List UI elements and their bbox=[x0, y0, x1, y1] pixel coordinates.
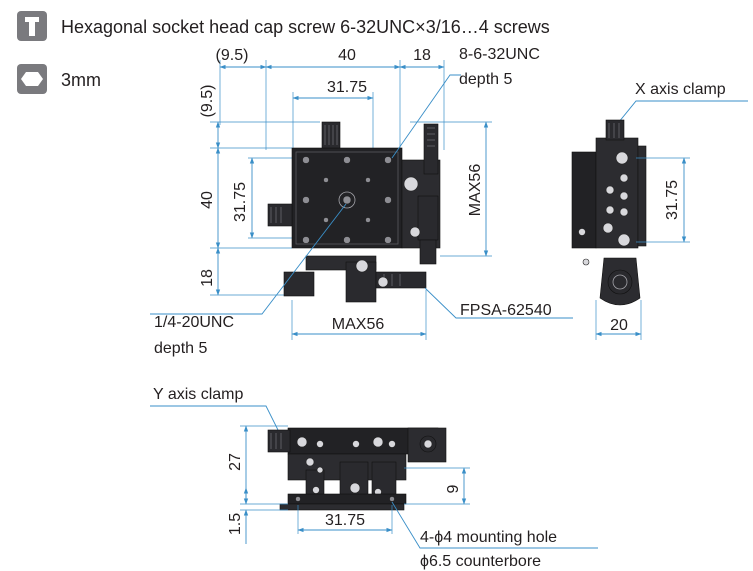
dim-40-top: 40 bbox=[338, 47, 356, 64]
center-tap-hole bbox=[338, 191, 356, 209]
dim-max56-bottom: MAX56 bbox=[332, 316, 385, 333]
x-clamp-knob bbox=[605, 119, 625, 141]
side-dim-20: 20 bbox=[610, 317, 628, 334]
dim-31-75-top: 31.75 bbox=[327, 79, 367, 96]
y-clamp-knob bbox=[267, 429, 291, 453]
dim-18-left: 18 bbox=[199, 269, 216, 287]
screw-legend-text: Hexagonal socket head cap screw 6-32UNC×… bbox=[61, 17, 550, 37]
tap-bottom-label-1: 1/4-20UNC bbox=[154, 314, 234, 331]
mounting-hole-label: 4-ϕ4 mounting hole bbox=[420, 529, 557, 546]
top-view: (9.5) 40 18 31.75 (9.5) 40 31.75 18 MAX5… bbox=[150, 46, 573, 357]
front-dim-1-5: 1.5 bbox=[227, 513, 244, 535]
dim-9-5-left: (9.5) bbox=[199, 85, 216, 118]
hex-socket-icon bbox=[17, 64, 47, 94]
front-dim-9: 9 bbox=[445, 484, 462, 493]
tap-top-label-1: 8-6-32UNC bbox=[459, 46, 540, 63]
front-view: Y axis clamp 27 bbox=[150, 386, 598, 570]
hex-key-size-text: 3mm bbox=[61, 70, 101, 90]
tap-top-label-2: depth 5 bbox=[459, 71, 512, 88]
counterbore-label: ϕ6.5 counterbore bbox=[420, 553, 541, 570]
y-axis-clamp-label: Y axis clamp bbox=[153, 386, 244, 403]
side-dim-31-75: 31.75 bbox=[664, 180, 681, 220]
socket-head-screw-icon bbox=[17, 11, 47, 41]
dim-40-left: 40 bbox=[199, 191, 216, 209]
clamp-knob-left bbox=[267, 203, 293, 227]
x-axis-clamp-label: X axis clamp bbox=[635, 81, 726, 98]
legend: Hexagonal socket head cap screw 6-32UNC×… bbox=[17, 11, 550, 94]
micrometer-head-y bbox=[321, 121, 341, 149]
dim-31-75-left: 31.75 bbox=[232, 182, 249, 222]
micrometer-x bbox=[423, 123, 439, 175]
model-number: FPSA-62540 bbox=[460, 302, 552, 319]
dim-18-top: 18 bbox=[413, 47, 431, 64]
tapped-holes-grid bbox=[302, 156, 392, 244]
dim-max56-right: MAX56 bbox=[467, 164, 484, 217]
front-dim-27: 27 bbox=[227, 453, 244, 471]
side-view: X axis clamp 31.75 20 bbox=[571, 81, 748, 340]
front-dim-31-75: 31.75 bbox=[325, 512, 365, 529]
dim-9-5-top: (9.5) bbox=[216, 47, 249, 64]
tap-bottom-label-2: depth 5 bbox=[154, 340, 207, 357]
